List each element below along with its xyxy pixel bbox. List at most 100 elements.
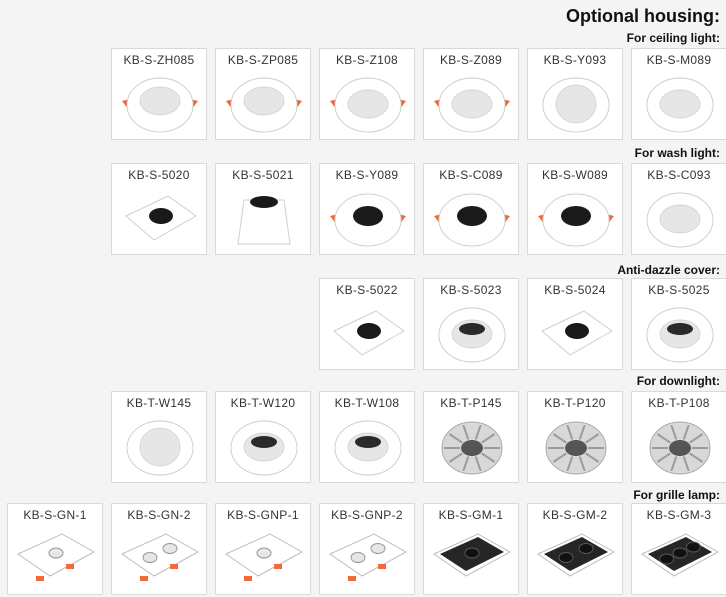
product-code: KB-T-W108	[334, 396, 400, 410]
reflector-facet	[481, 433, 496, 444]
product-card-kb-s-gm-3[interactable]: KB-S-GM-3	[631, 503, 726, 595]
inner-opening	[139, 86, 181, 116]
section-label-ceiling: For ceiling light:	[626, 31, 720, 45]
reflector-facet	[682, 424, 690, 440]
product-card-kb-s-y089[interactable]: KB-S-Y089	[319, 163, 415, 255]
product-card-kb-s-c089[interactable]: KB-S-C089	[423, 163, 519, 255]
grille-frame	[328, 533, 408, 577]
inner-opening	[565, 323, 589, 339]
section-label-grille: For grille lamp:	[633, 488, 720, 502]
inner-opening	[357, 323, 381, 339]
product-image	[430, 526, 514, 592]
lamp-head	[256, 547, 272, 559]
lamp-head	[558, 552, 574, 563]
reflector-facet	[656, 433, 671, 444]
reflector-facet	[670, 424, 678, 440]
product-code: KB-S-Z108	[335, 53, 399, 67]
product-card-kb-s-gn-1[interactable]: KB-S-GN-1	[7, 503, 103, 595]
product-card-kb-s-gm-1[interactable]: KB-S-GM-1	[423, 503, 519, 595]
product-image	[326, 526, 410, 592]
product-code: KB-S-GM-3	[646, 508, 712, 522]
product-card-kb-s-zp085[interactable]: KB-S-ZP085	[215, 48, 311, 140]
inner-opening	[659, 89, 701, 119]
lamp-head	[659, 553, 675, 565]
spring-clip	[274, 564, 282, 569]
product-card-kb-s-zh085[interactable]: KB-S-ZH085	[111, 48, 207, 140]
product-card-kb-s-z089[interactable]: KB-S-Z089	[423, 48, 519, 140]
product-card-kb-s-gm-2[interactable]: KB-S-GM-2	[527, 503, 623, 595]
product-card-kb-s-5025[interactable]: KB-S-5025	[631, 278, 726, 370]
lamp-head	[685, 541, 701, 553]
product-code: KB-S-GN-1	[23, 508, 87, 522]
reflector-facet	[552, 433, 567, 444]
product-code: KB-S-W089	[541, 168, 609, 182]
product-code: KB-S-GNP-1	[227, 508, 299, 522]
product-card-kb-t-w120[interactable]: KB-T-W120	[215, 391, 311, 483]
lamp-head	[162, 543, 178, 554]
product-code: KB-S-5023	[440, 283, 502, 297]
product-card-kb-s-5023[interactable]: KB-S-5023	[423, 278, 519, 370]
product-card-kb-s-w089[interactable]: KB-S-W089	[527, 163, 623, 255]
product-image	[430, 414, 514, 480]
product-card-kb-s-gnp-1[interactable]: KB-S-GNP-1	[215, 503, 311, 595]
reflector-facet	[670, 456, 678, 472]
reflector-facet	[578, 424, 586, 440]
product-image	[222, 414, 306, 480]
reflector-facet	[481, 452, 496, 463]
product-code: KB-S-ZP085	[227, 53, 299, 67]
reflector-facet	[689, 452, 704, 463]
product-code: KB-S-ZH085	[123, 53, 195, 67]
product-image	[118, 526, 202, 592]
reflector-facet	[448, 433, 463, 444]
lamp-head	[672, 547, 688, 559]
product-card-kb-s-gn-2[interactable]: KB-S-GN-2	[111, 503, 207, 595]
lens-rim	[251, 436, 277, 448]
inner-opening	[669, 440, 691, 456]
product-image	[534, 71, 618, 137]
product-card-kb-t-p108[interactable]: KB-T-P108	[631, 391, 726, 483]
product-code: KB-S-GM-1	[438, 508, 504, 522]
product-card-kb-s-gnp-2[interactable]: KB-S-GNP-2	[319, 503, 415, 595]
product-card-kb-s-z108[interactable]: KB-S-Z108	[319, 48, 415, 140]
product-card-kb-s-5022[interactable]: KB-S-5022	[319, 278, 415, 370]
section-label-wash: For wash light:	[634, 146, 720, 160]
product-card-kb-t-w145[interactable]: KB-T-W145	[111, 391, 207, 483]
product-image	[430, 186, 514, 252]
product-image	[222, 71, 306, 137]
product-card-kb-s-y093[interactable]: KB-S-Y093	[527, 48, 623, 140]
inner-opening	[347, 89, 389, 119]
reflector-facet	[689, 433, 704, 444]
product-image	[118, 414, 202, 480]
inner-opening	[659, 204, 701, 234]
spring-clip	[348, 576, 356, 581]
section-label-downlight: For downlight:	[636, 374, 720, 388]
section-label-antidazzle: Anti-dazzle cover:	[617, 263, 720, 277]
inner-opening	[555, 84, 597, 124]
product-card-kb-s-5020[interactable]: KB-S-5020	[111, 163, 207, 255]
product-code: KB-S-5025	[648, 283, 710, 297]
product-card-kb-s-m089[interactable]: KB-S-M089	[631, 48, 726, 140]
product-image	[326, 186, 410, 252]
product-image	[326, 71, 410, 137]
product-card-kb-t-w108[interactable]: KB-T-W108	[319, 391, 415, 483]
product-card-kb-t-p120[interactable]: KB-T-P120	[527, 391, 623, 483]
product-code: KB-S-GN-2	[127, 508, 191, 522]
page-title: Optional housing:	[566, 6, 720, 26]
product-code: KB-S-C093	[647, 168, 711, 182]
spring-clip	[378, 564, 386, 569]
inner-opening	[565, 440, 587, 456]
inner-opening	[250, 196, 278, 208]
product-card-kb-s-5024[interactable]: KB-S-5024	[527, 278, 623, 370]
inner-opening	[149, 208, 173, 224]
lamp-head	[464, 547, 480, 559]
reflector-facet	[682, 456, 690, 472]
lamp-head	[350, 552, 366, 563]
spring-clip	[170, 564, 178, 569]
product-code: KB-T-P120	[544, 396, 606, 410]
product-card-kb-s-5021[interactable]: KB-S-5021	[215, 163, 311, 255]
product-card-kb-s-c093[interactable]: KB-S-C093	[631, 163, 726, 255]
lens-rim	[667, 323, 693, 335]
grille-frame	[120, 533, 200, 577]
product-card-kb-t-p145[interactable]: KB-T-P145	[423, 391, 519, 483]
